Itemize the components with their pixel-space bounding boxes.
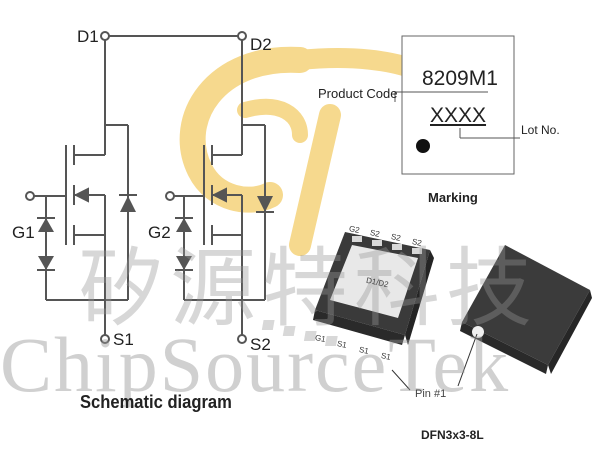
marking-caption: Marking [428, 190, 478, 205]
pin-label-g1: G1 [12, 223, 35, 242]
lot-label: Lot No. [521, 123, 560, 137]
pkg-bottom-pin-4: S1 [380, 351, 392, 362]
lot-code: XXXX [430, 104, 487, 127]
product-code: 8209M1 [422, 67, 498, 90]
pkg-bottom-pin-3: S1 [358, 345, 370, 356]
pin-label-d1: D1 [77, 27, 99, 46]
package-caption: DFN3x3-8L [421, 428, 484, 442]
pkg-bottom-pin-1: G1 [314, 332, 327, 345]
pin-label-d2: D2 [250, 35, 272, 54]
pin-label-g2: G2 [148, 223, 171, 242]
watermark-cjk: 矽源特科技 [78, 239, 538, 339]
pkg-top-pin-2: S2 [369, 228, 381, 239]
marking-box [394, 35, 520, 175]
pin-label-s2: S2 [250, 335, 271, 354]
pkg-top-pin-3: S2 [390, 232, 402, 243]
package-drawing [261, 232, 592, 391]
product-code-label: Product Code [318, 86, 398, 101]
watermark-latin: ChipSourceTek [0, 321, 511, 408]
schematic [25, 31, 274, 344]
pin1-label: Pin #1 [415, 388, 447, 400]
pin-label-s1: S1 [113, 330, 134, 349]
pkg-top-pin-4: S2 [411, 237, 423, 248]
pkg-bottom-pin-2: S1 [336, 339, 348, 350]
schematic-caption: Schematic diagram [80, 392, 232, 412]
pkg-top-pin-1: G2 [348, 223, 361, 236]
